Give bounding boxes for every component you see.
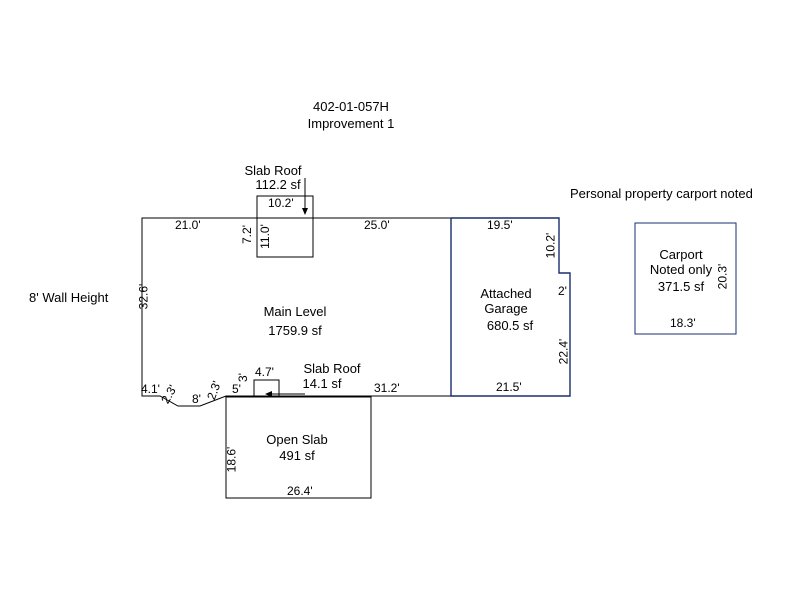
dim-main-left: 32.6' xyxy=(136,283,151,310)
carport-name-line2: Noted only xyxy=(649,262,713,277)
garage-name-line2: Garage xyxy=(484,301,528,316)
carport-name-line1: Carport xyxy=(659,247,703,262)
main-level-name: Main Level xyxy=(263,304,327,319)
wall-height-note: 8' Wall Height xyxy=(29,290,109,305)
dim-carport-bottom: 18.3' xyxy=(670,316,696,330)
garage-area: 680.5 sf xyxy=(486,318,534,333)
dim-garage-bottom: 21.5' xyxy=(496,380,522,394)
dim-notch-5: 5' xyxy=(232,382,241,396)
carport-area: 371.5 sf xyxy=(657,279,705,294)
slab-roof-top-arrowhead xyxy=(302,208,308,215)
slab-roof-top-area: 112.2 sf xyxy=(255,177,301,192)
garage-name-line1: Attached xyxy=(480,286,532,301)
dim-slab-bottom-width: 4.7' xyxy=(255,365,274,379)
slab-roof-bottom-arrowhead xyxy=(265,391,272,397)
slab-roof-bottom-name: Slab Roof xyxy=(303,361,361,376)
dim-slab-top-height-a: 7.2' xyxy=(239,225,254,244)
garage-outline xyxy=(450,217,571,397)
slab-roof-top-outline xyxy=(256,195,314,258)
dim-slab-top-width: 10.2' xyxy=(268,196,294,210)
dim-garage-step: 2' xyxy=(558,284,567,298)
carport-outline xyxy=(634,222,737,335)
open-slab-outline xyxy=(225,396,372,499)
improvement-label: Improvement 1 xyxy=(307,116,395,131)
slab-roof-bottom-outline xyxy=(253,379,280,397)
dim-main-bottom-right: 31.2' xyxy=(374,381,400,395)
dim-slab-top-height-b: 11.0' xyxy=(257,224,272,249)
dim-main-top-left: 21.0' xyxy=(175,218,201,232)
slab-roof-bottom-area: 14.1 sf xyxy=(302,376,342,391)
dim-notch-3: 8' xyxy=(192,392,201,406)
dim-carport-right: 20.3' xyxy=(715,263,730,290)
dim-slab-bottom-height: 3' xyxy=(235,373,250,382)
dim-open-slab-bottom: 26.4' xyxy=(287,484,313,498)
dim-open-slab-left: 18.6' xyxy=(224,446,239,473)
dim-notch-1: 4.1' xyxy=(141,382,160,396)
main-level-area: 1759.9 sf xyxy=(268,323,322,338)
dim-garage-right: 22.4' xyxy=(556,338,571,365)
carport-note: Personal property carport noted xyxy=(570,186,753,201)
main-level-outline xyxy=(141,217,451,407)
dim-garage-right-top: 10.2' xyxy=(543,232,558,259)
dim-main-top-right: 25.0' xyxy=(364,218,390,232)
parcel-id: 402-01-057H xyxy=(313,99,389,114)
open-slab-name: Open Slab xyxy=(266,432,328,447)
open-slab-area: 491 sf xyxy=(279,448,315,463)
dim-garage-top: 19.5' xyxy=(487,218,513,232)
slab-roof-top-name: Slab Roof xyxy=(244,163,302,178)
